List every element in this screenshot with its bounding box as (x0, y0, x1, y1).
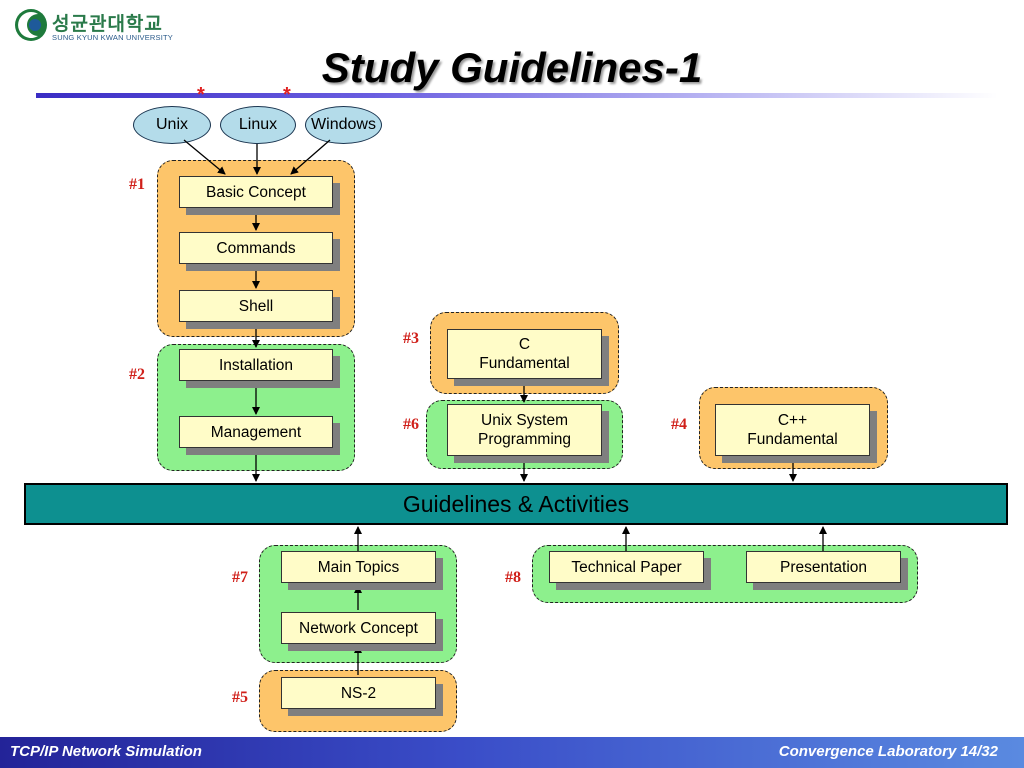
node-c-line1: C (518, 336, 531, 353)
banner-label: Guidelines & Activities (402, 490, 630, 517)
footer-course-title: TCP/IP Network Simulation (10, 743, 202, 760)
linux-star-mark: * (283, 84, 291, 106)
slide-title: Study Guidelines-1 (321, 44, 703, 91)
group-3-tag: #3 (403, 330, 419, 347)
university-logo: 성균관대학교 SUNG KYUN KWAN UNIVERSITY (14, 6, 174, 46)
node-network-concept-label: Network Concept (299, 619, 418, 637)
linux-oval: Linux (220, 106, 296, 144)
node-ns2-label: NS-2 (340, 684, 377, 702)
university-emblem-icon (15, 9, 47, 41)
group-4-tag: #4 (671, 416, 687, 433)
node-c-fundamental: C Fundamental (447, 329, 602, 379)
group-6-tag: #6 (403, 416, 419, 433)
group-1-tag: #1 (129, 176, 145, 193)
node-basic-concept-label: Basic Concept (206, 183, 306, 201)
footer-bar (0, 737, 1024, 768)
node-presentation-label: Presentation (779, 558, 868, 576)
logo-english-name: SUNG KYUN KWAN UNIVERSITY (52, 33, 173, 42)
group-5-tag: #5 (232, 689, 248, 706)
node-unix-system-line1: Unix System (481, 412, 568, 429)
unix-oval: Unix (133, 106, 211, 144)
node-shell-label: Shell (238, 297, 274, 315)
unix-star-mark: * (197, 84, 205, 106)
node-main-topics: Main Topics (281, 551, 436, 583)
node-c-line2: Fundamental (479, 355, 570, 372)
node-cpp-fundamental: C++ Fundamental (715, 404, 870, 456)
node-cpp-line1: C++ (777, 412, 808, 429)
node-shell: Shell (179, 290, 333, 322)
group-8-tag: #8 (505, 569, 521, 586)
group-7-tag: #7 (232, 569, 248, 586)
node-commands-label: Commands (216, 239, 296, 257)
node-management-label: Management (210, 423, 302, 441)
logo-korean-name: 성균관대학교 (52, 13, 163, 35)
node-basic-concept: Basic Concept (179, 176, 333, 208)
guidelines-activities-banner: Guidelines & Activities (24, 483, 1008, 525)
windows-oval: Windows (305, 106, 382, 144)
node-unix-system-programming: Unix System Programming (447, 404, 602, 456)
title-underline (36, 93, 998, 98)
node-management: Management (179, 416, 333, 448)
group-2-tag: #2 (129, 366, 145, 383)
node-commands: Commands (179, 232, 333, 264)
node-cpp-line2: Fundamental (747, 431, 838, 448)
footer-lab-page: Convergence Laboratory 14/32 (778, 743, 998, 760)
node-main-topics-label: Main Topics (317, 558, 400, 576)
node-installation-label: Installation (218, 356, 294, 374)
node-installation: Installation (179, 349, 333, 381)
node-unix-system-line2: Programming (477, 431, 572, 448)
node-network-concept: Network Concept (281, 612, 436, 644)
node-presentation: Presentation (746, 551, 901, 583)
node-ns2: NS-2 (281, 677, 436, 709)
node-technical-paper: Technical Paper (549, 551, 704, 583)
node-technical-paper-label: Technical Paper (571, 558, 682, 576)
